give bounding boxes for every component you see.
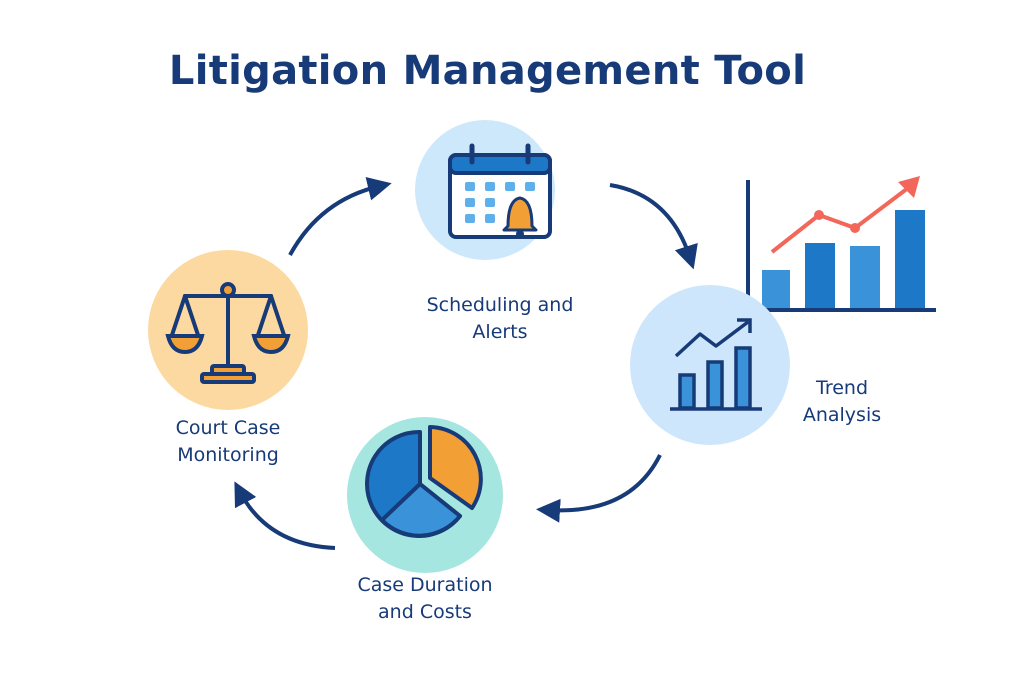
duration-node [347, 417, 503, 573]
chart-trend-arrowhead [898, 176, 920, 198]
chart-bar-2 [805, 243, 835, 310]
arrow-monitoring-to-scheduling [288, 177, 392, 256]
chart-trend-line [770, 186, 910, 254]
chart-bar-3 [850, 246, 880, 310]
scheduling-node [415, 120, 555, 260]
label-line: Analysis [802, 404, 882, 426]
page-title: Litigation Management Tool [168, 48, 807, 94]
trend-chart-icon [670, 318, 762, 411]
growth-chart-illustration [746, 176, 936, 312]
arrow-scheduling-to-trend [609, 183, 698, 270]
calendar-bell-icon [448, 143, 552, 239]
chart-bar-4 [895, 210, 925, 310]
duration-label: Case Duration and Costs [315, 572, 535, 626]
chart-bar-1 [762, 270, 790, 310]
arrow-trend-to-duration [536, 454, 662, 523]
label-line: Scheduling and [426, 294, 574, 316]
trend-label: Trend Analysis [732, 375, 952, 429]
chart-trend-point [850, 223, 860, 233]
label-line: Trend [816, 377, 868, 399]
label-line: Case Duration [357, 574, 493, 596]
label-line: and Costs [378, 601, 472, 623]
chart-trend-point [814, 210, 824, 220]
arrow-duration-to-monitoring [234, 481, 336, 550]
scheduling-label: Scheduling and Alerts [390, 292, 610, 346]
monitoring-label: Court Case Monitoring [118, 415, 338, 469]
trend-node [630, 285, 790, 445]
label-line: Alerts [472, 321, 528, 343]
pie-chart-icon [365, 425, 483, 538]
label-line: Court Case [175, 417, 281, 439]
label-line: Monitoring [177, 444, 279, 466]
scales-icon [165, 282, 291, 384]
monitoring-node [148, 250, 308, 410]
